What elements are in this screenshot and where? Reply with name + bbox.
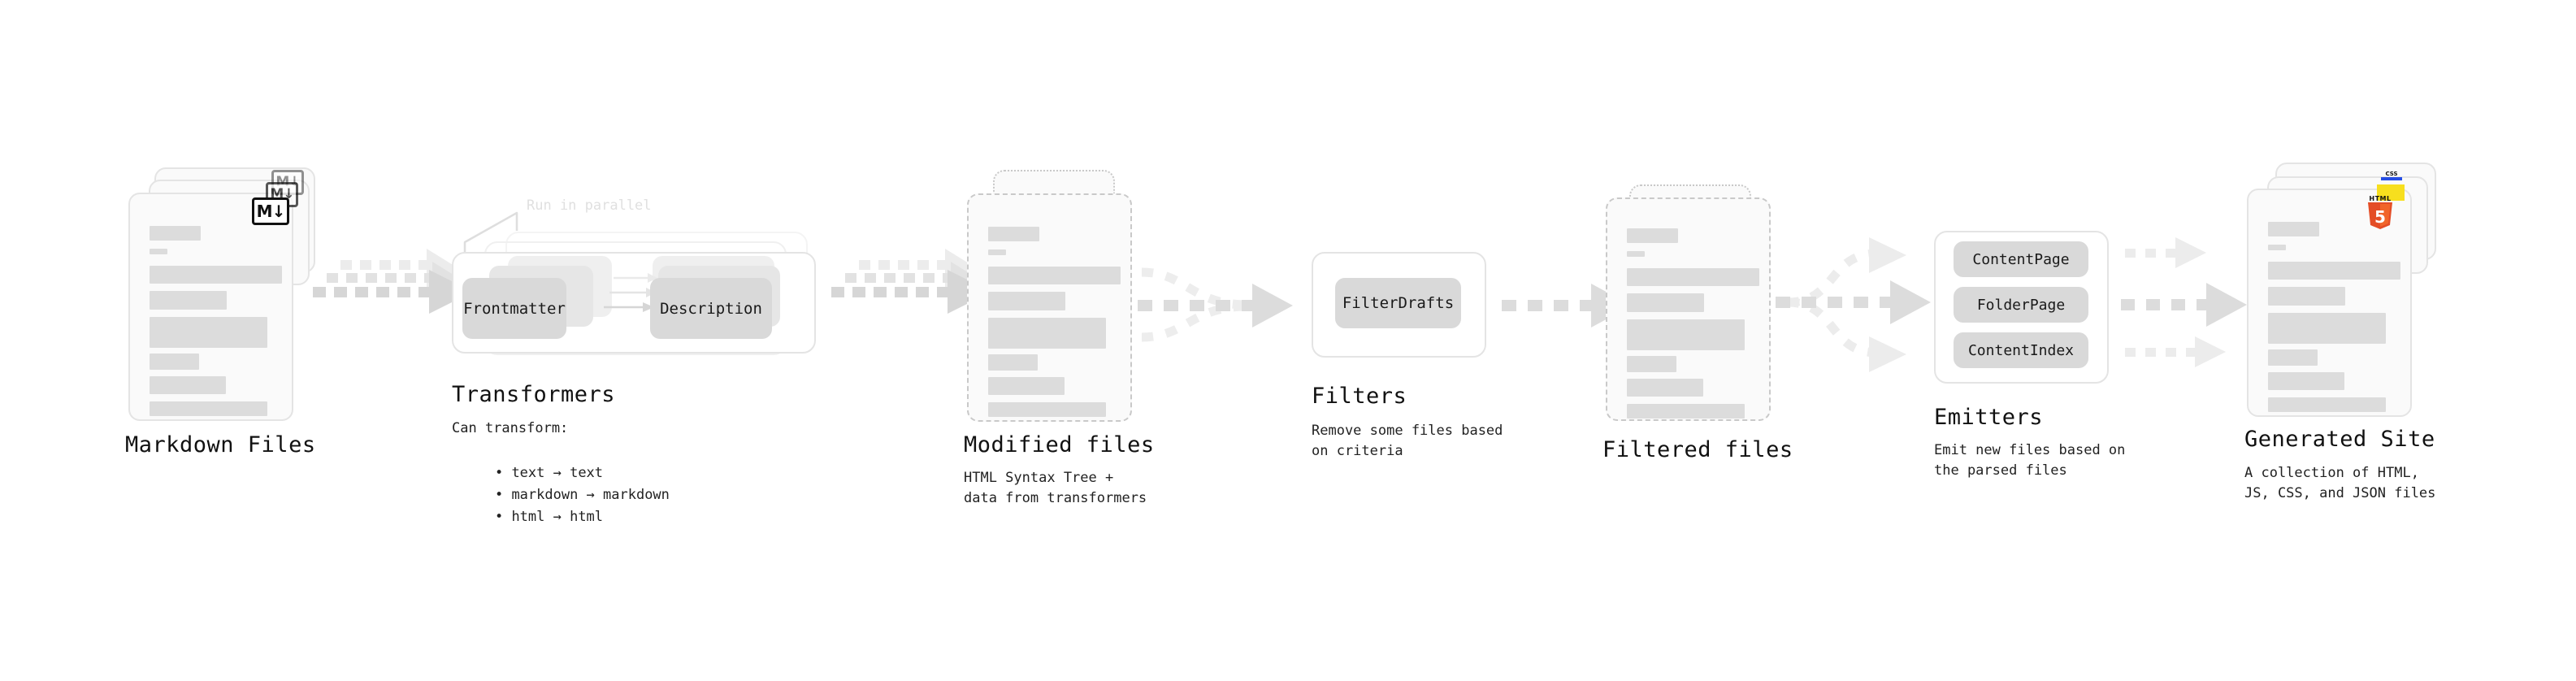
doc-bar [1627,404,1745,419]
emitters-item-contentindex[interactable]: ContentIndex [1954,332,2088,368]
filters-title: Filters [1312,384,1407,409]
filters-item-label: FilterDrafts [1342,294,1455,312]
markdown-badge-letter: M [256,202,273,221]
transformers-bullet-1: • markdown → markdown [462,465,670,526]
filtered-file-front [1606,197,1771,421]
svg-text:5: 5 [2374,207,2386,227]
doc-bar [1627,228,1678,243]
transformers-item-label: Description [660,299,762,318]
markdown-badge-front: M↓ [252,197,289,225]
js-badge [2377,184,2405,201]
transformers-bullet-0: • text → text [462,443,603,504]
filtered-files-title: Filtered files [1602,437,1793,462]
doc-bar [2268,222,2319,236]
doc-bar [150,401,267,416]
emitters-item-label: ContentPage [1972,250,2070,268]
markdown-badge-arrow: ↓ [271,202,286,221]
doc-bar [988,318,1106,349]
emitters-item-contentpage[interactable]: ContentPage [1954,241,2088,277]
doc-bar [1627,356,1676,372]
css-badge-bar [2381,177,2402,180]
doc-bar [2268,262,2400,280]
transformers-bullet-2: • html → html [462,487,603,548]
doc-bar [1627,268,1759,286]
emitters-item-label: FolderPage [1976,296,2066,314]
filters-item-filterdrafts[interactable]: FilterDrafts [1335,278,1461,328]
generated-site-subtitle: A collection of HTML, JS, CSS, and JSON … [2244,465,2436,501]
doc-bar [1627,379,1703,397]
doc-bar [2268,287,2345,306]
bullet-dot: • [494,465,512,481]
run-in-parallel-bracket [463,211,518,258]
doc-bar [150,291,227,310]
arrow-transformers-to-modified [831,249,991,314]
modified-files-title: Modified files [964,432,1155,458]
emitters-title: Emitters [1934,405,2044,430]
doc-bar [988,267,1121,284]
css-badge: CSS [2381,171,2402,180]
html5-badge: HTML 5 [2366,195,2394,229]
doc-bar [2268,372,2344,390]
doc-bar [150,376,226,394]
modified-file-front [967,193,1132,422]
doc-bar [2268,349,2318,366]
doc-bar [988,402,1106,417]
transformers-bullet-label: text → text [511,465,604,481]
emitters-item-label: ContentIndex [1967,341,2075,359]
doc-bar [1627,251,1645,257]
modified-files-subtitle: HTML Syntax Tree + data from transformer… [964,470,1147,506]
doc-bar [2268,245,2286,250]
doc-bar [1627,319,1745,350]
run-in-parallel-label: Run in parallel [527,197,652,214]
bullet-dot: • [494,487,512,503]
doc-bar [988,354,1038,371]
markdown-files-title: Markdown Files [125,432,316,458]
arrow-emitters-to-site [2121,237,2247,367]
transformers-item-label: Frontmatter [463,299,566,318]
bullet-dot: • [494,509,512,525]
css-badge-label: CSS [2385,171,2398,177]
doc-bar [150,266,282,284]
doc-bar [150,249,167,254]
html5-badge-label: HTML [2369,195,2392,202]
transformers-item-frontmatter[interactable]: Frontmatter [462,278,566,339]
transformers-title: Transformers [452,382,616,407]
doc-bar [150,226,201,241]
doc-bar [150,354,199,370]
doc-bar [150,317,267,348]
markdown-file-front [128,193,293,421]
doc-bar [2268,313,2386,344]
transformers-bullet-label: html → html [511,509,604,525]
doc-bar [988,292,1065,310]
arrow-filtered-to-emitters [1776,237,1931,372]
doc-bar [1627,293,1704,312]
arrow-modified-to-filters [1138,267,1293,342]
transformers-item-description[interactable]: Description [650,278,772,339]
emitters-item-folderpage[interactable]: FolderPage [1954,287,2088,323]
generated-site-title: Generated Site [2244,427,2435,452]
doc-bar [988,227,1039,241]
doc-bar [2268,397,2386,412]
filters-subtitle: Remove some files based on criteria [1312,423,1503,459]
doc-bar [988,377,1065,395]
emitters-subtitle: Emit new files based on the parsed files [1934,442,2126,479]
doc-bar [988,249,1006,255]
transformers-subtitle: Can transform: [452,420,569,436]
transformers-bullet-label: markdown → markdown [511,487,670,503]
arrow-md-to-transformers [313,249,473,314]
